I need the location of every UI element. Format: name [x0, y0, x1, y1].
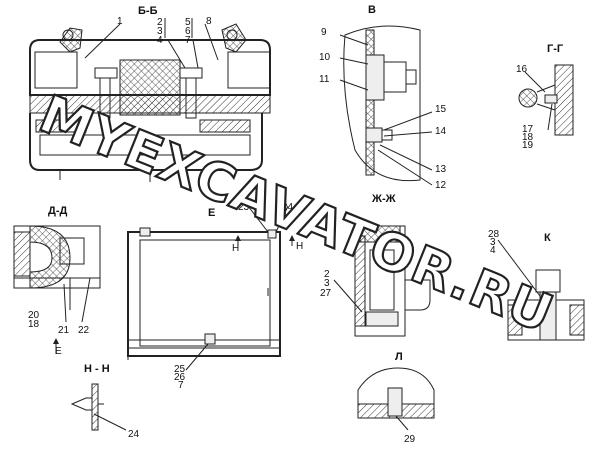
callout-3-zh: 3 — [324, 278, 330, 289]
callout-4-k: 4 — [490, 245, 496, 256]
view-k-title: К — [544, 232, 551, 244]
callout-7-e: 7 — [178, 380, 184, 391]
section-nn-title: Н - Н — [84, 363, 110, 375]
view-v: В 9 10 11 15 14 13 12 — [319, 4, 447, 191]
section-dd-view: Д-Д 20 18 21 22 Е — [13, 205, 101, 357]
callout-10: 10 — [319, 52, 331, 63]
section-gg-view: Г-Г 16 17 18 19 — [516, 43, 574, 151]
callout-2: 2 — [157, 17, 163, 28]
callout-18: 18 — [522, 132, 534, 143]
view-l-title: Л — [395, 351, 403, 363]
callout-19: 19 — [522, 140, 534, 151]
section-zhzh-view: Ж-Ж 2 3 27 — [320, 193, 431, 337]
callout-14: 14 — [435, 126, 447, 137]
watermark-text: MYEXCAVATOR.RU — [31, 84, 561, 345]
callout-24: 24 — [282, 202, 294, 213]
callout-20: 20 — [28, 310, 40, 321]
callout-26: 26 — [174, 372, 186, 383]
section-nn-view: Н - Н 24 — [70, 363, 140, 440]
section-bb-view: Б-Б 1 2 3 4 5 6 7 — [29, 5, 271, 182]
view-v-title: В — [368, 4, 376, 16]
view-l: Л 29 — [357, 351, 435, 445]
view-mark-e: Е — [55, 346, 62, 357]
callout-9: 9 — [321, 27, 327, 38]
callout-4: 4 — [157, 35, 163, 46]
callout-15: 15 — [435, 104, 447, 115]
callout-5: 5 — [185, 17, 191, 28]
callout-8: 8 — [206, 16, 212, 27]
callout-17: 17 — [522, 124, 534, 135]
section-zhzh-title: Ж-Ж — [371, 193, 396, 205]
section-gg-title: Г-Г — [547, 43, 564, 55]
callout-18-dd: 18 — [28, 319, 40, 330]
view-e: Е 23 24 25 26 7 Н Н — [127, 202, 303, 391]
view-e-title: Е — [208, 207, 215, 219]
callout-2-zh: 2 — [324, 269, 330, 280]
callout-28: 28 — [488, 229, 500, 240]
callout-22: 22 — [78, 325, 90, 336]
callout-25: 25 — [174, 364, 186, 375]
callout-7: 7 — [185, 35, 191, 46]
callout-24-nn: 24 — [128, 429, 140, 440]
callout-13: 13 — [435, 164, 447, 175]
callout-3: 3 — [157, 26, 163, 37]
section-bb-title: Б-Б — [138, 5, 158, 17]
callout-3-k: 3 — [490, 237, 496, 248]
callout-6: 6 — [185, 26, 191, 37]
view-mark-h-left: Н — [232, 243, 239, 254]
callout-11: 11 — [319, 74, 330, 85]
callout-27: 27 — [320, 288, 332, 299]
view-mark-h-right: Н — [296, 241, 303, 252]
callout-16: 16 — [516, 64, 528, 75]
callout-12: 12 — [435, 180, 447, 191]
callout-1: 1 — [117, 16, 123, 27]
view-k: К 28 3 4 — [488, 229, 585, 341]
callout-23: 23 — [238, 202, 250, 213]
section-dd-title: Д-Д — [48, 205, 67, 217]
callout-29: 29 — [404, 434, 416, 445]
callout-21: 21 — [58, 325, 70, 336]
